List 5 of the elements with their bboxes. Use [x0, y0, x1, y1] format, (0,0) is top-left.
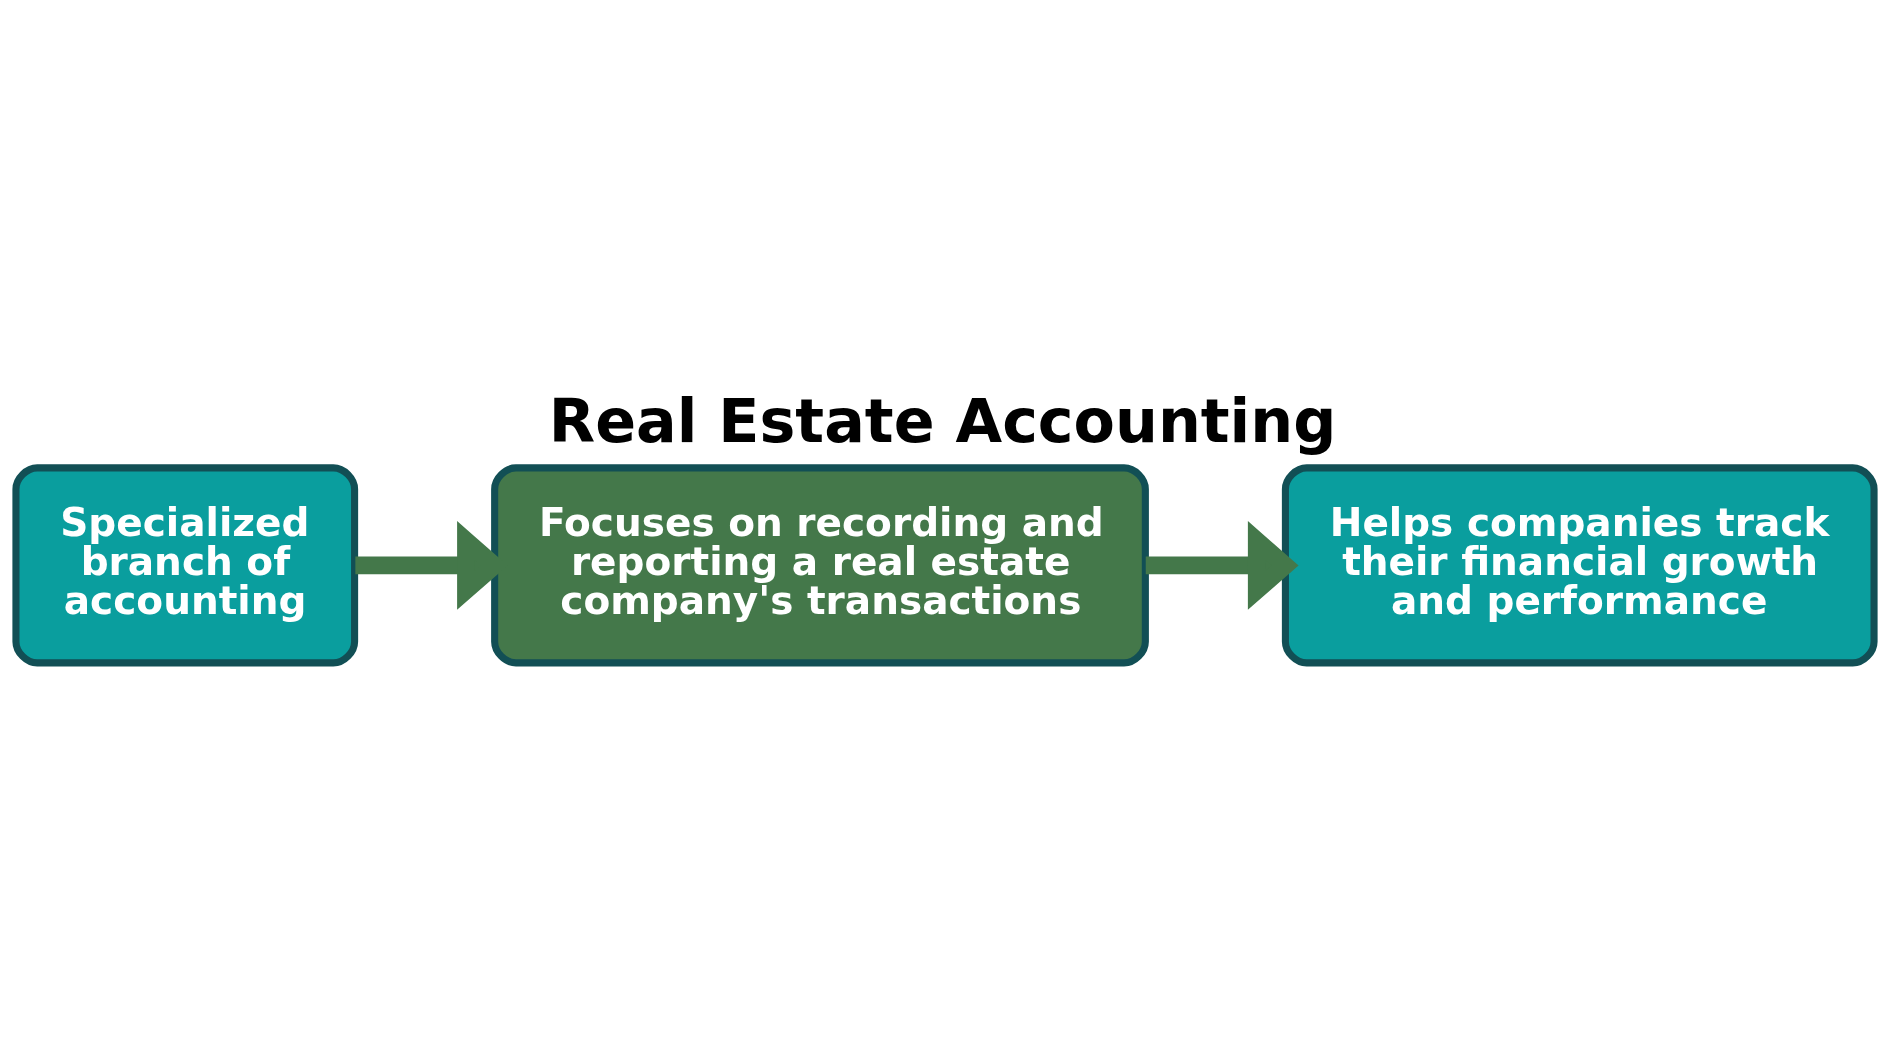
- node-box: Specialized branch of accounting: [12, 463, 359, 666]
- node-box: Helps companies track their financial growth and performance: [1281, 463, 1878, 666]
- diagram-title: Real Estate Accounting: [548, 385, 1337, 456]
- arrow: [1145, 520, 1299, 610]
- node-box: Focuses on recording and reporting a real estate company's transactions: [491, 463, 1149, 666]
